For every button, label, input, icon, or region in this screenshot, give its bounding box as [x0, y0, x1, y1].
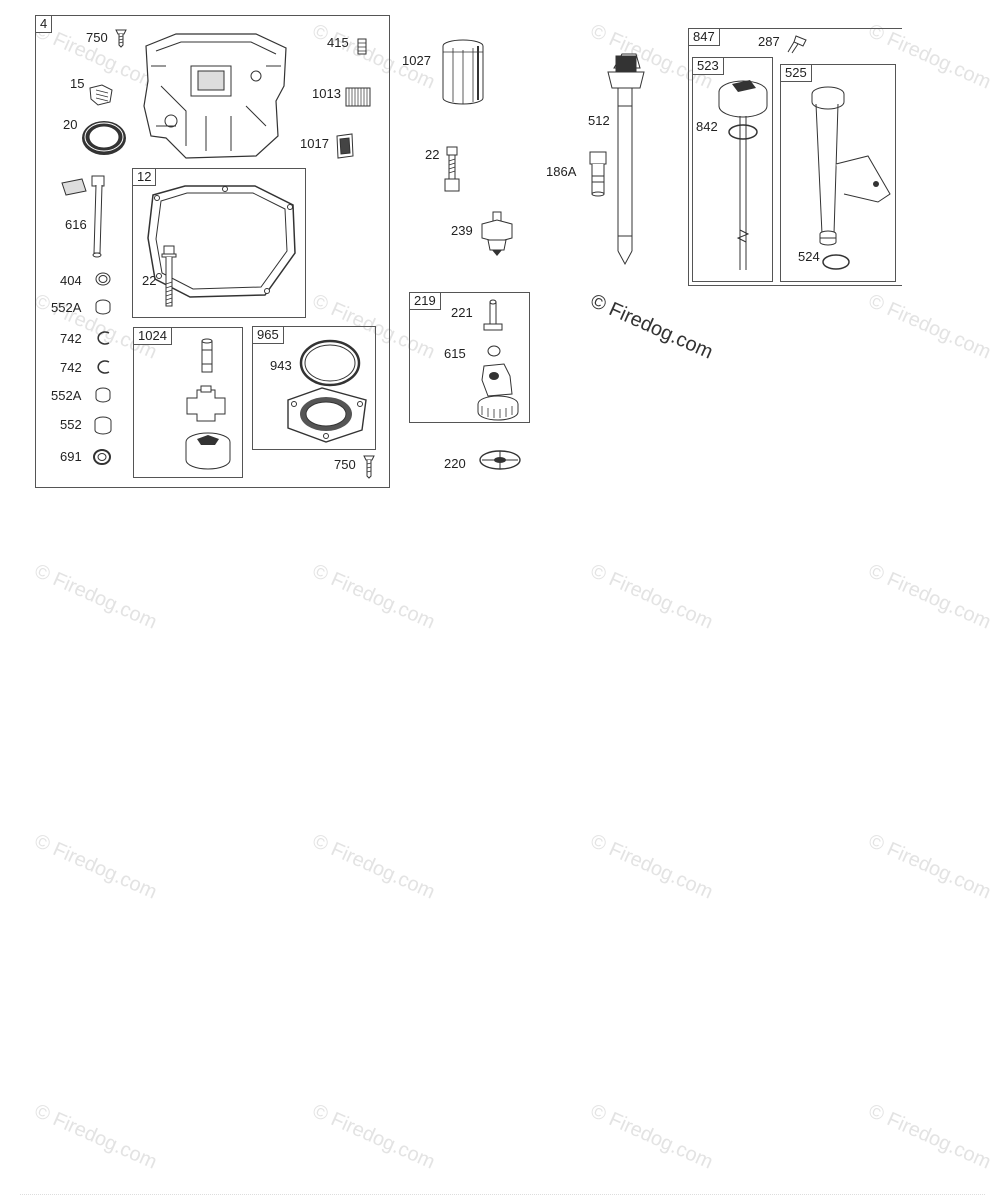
oil-filter-icon [442, 39, 484, 105]
washer-icon [95, 272, 111, 286]
watermark: © Firedog.com [31, 560, 161, 634]
part-label-524: 524 [798, 249, 820, 264]
screw-icon [363, 455, 375, 479]
pump-rotor-outer-icon [185, 432, 231, 470]
box-label: 1024 [134, 328, 172, 345]
part-label-842: 842 [696, 119, 718, 134]
part-label-1027: 1027 [402, 53, 431, 68]
pump-rotor-inner-icon [186, 385, 226, 422]
plug-icon [357, 38, 367, 55]
part-label-1013: 1013 [312, 86, 341, 101]
part-label-691: 691 [60, 449, 82, 464]
bolt-icon [161, 245, 177, 307]
part-label-1017: 1017 [300, 136, 329, 151]
retaining-ring-icon [487, 345, 501, 357]
group-box-525: 525 [780, 64, 896, 282]
pump-pin-icon [201, 338, 213, 373]
group-box-965: 965 [252, 326, 376, 450]
pump-cover-icon [287, 387, 367, 443]
part-label-742: 742 [60, 331, 82, 346]
part-label-552a: 552A [51, 300, 82, 315]
part-label-220: 220 [444, 456, 466, 471]
screw-icon [787, 35, 807, 54]
watermark: © Firedog.com [587, 560, 717, 634]
box-label: 219 [410, 293, 441, 310]
screw-icon [115, 29, 127, 48]
o-ring-icon [299, 339, 361, 387]
watermark: © Firedog.com [31, 830, 161, 904]
box-label: 12 [133, 169, 157, 186]
oil-pressure-switch-icon [481, 211, 513, 256]
bushing-icon [95, 299, 111, 315]
bushing-icon [94, 416, 112, 435]
crankcase-sump-icon [143, 33, 287, 159]
tube-adapter-icon [589, 151, 607, 197]
bushing-icon [95, 387, 111, 403]
dipstick-tube-icon [607, 53, 645, 266]
box-label: 847 [689, 29, 720, 46]
governor-shaft-icon [61, 175, 105, 258]
part-label-404: 404 [60, 273, 82, 288]
watermark: © Firedog.com [865, 560, 995, 634]
watermark: © Firedog.com [309, 830, 439, 904]
watermark: © Firedog.com [31, 1100, 161, 1174]
part-label-552: 552 [60, 417, 82, 432]
pin-icon [483, 299, 503, 331]
group-box-219: 219 [409, 292, 530, 423]
part-label-750: 750 [86, 30, 108, 45]
part-label-750: 750 [334, 457, 356, 472]
e-clip-icon [97, 331, 110, 345]
part-label-221: 221 [451, 305, 473, 320]
part-label-742: 742 [60, 360, 82, 375]
e-clip-icon [97, 360, 110, 374]
oil-fill-tube-icon [811, 86, 891, 246]
watermark: © Firedog.com [587, 1100, 717, 1174]
part-label-20: 20 [63, 117, 78, 132]
box-label: 4 [36, 16, 53, 33]
sump-gasket-icon [147, 185, 296, 298]
drain-plug-icon [89, 84, 113, 106]
bolt-icon [444, 146, 460, 192]
watermark: © Firedog.com [587, 830, 717, 904]
oil-seal-icon [82, 121, 126, 155]
part-label-512: 512 [588, 113, 610, 128]
group-box-523: 523 [692, 57, 773, 282]
governor-gear-icon [477, 363, 519, 421]
part-label-186a: 186A [546, 164, 577, 179]
gasket-small-icon [336, 133, 354, 159]
part-label-552a: 552A [51, 388, 82, 403]
dipstick-icon [718, 80, 768, 270]
group-box-847: 847 [688, 28, 902, 286]
part-label-239: 239 [451, 223, 473, 238]
watermark: © Firedog.com [865, 830, 995, 904]
box-label: 965 [253, 327, 284, 344]
screen-filter-icon [345, 87, 371, 107]
watermark: © Firedog.com [309, 560, 439, 634]
part-label-22: 22 [142, 273, 157, 288]
part-label-943: 943 [270, 358, 292, 373]
thrust-washer-icon [479, 450, 521, 470]
o-ring-icon [822, 254, 850, 270]
watermark: © Firedog.com [865, 1100, 995, 1174]
watermark: © Firedog.com [309, 1100, 439, 1174]
part-label-415: 415 [327, 35, 349, 50]
footer-divider [20, 1194, 985, 1198]
watermark: © Firedog.com [865, 290, 995, 364]
group-box-4: 4 [35, 15, 390, 488]
box-label: 525 [781, 65, 812, 82]
part-label-287: 287 [758, 34, 780, 49]
part-label-616: 616 [65, 217, 87, 232]
ring-icon [93, 449, 111, 465]
firedog-watermark: © Firedog.com [587, 290, 717, 364]
part-label-15: 15 [70, 76, 85, 91]
part-label-22: 22 [425, 147, 440, 162]
group-box-1024: 1024 [133, 327, 243, 478]
group-box-12: 12 [132, 168, 306, 318]
part-label-615: 615 [444, 346, 466, 361]
box-label: 523 [693, 58, 724, 75]
